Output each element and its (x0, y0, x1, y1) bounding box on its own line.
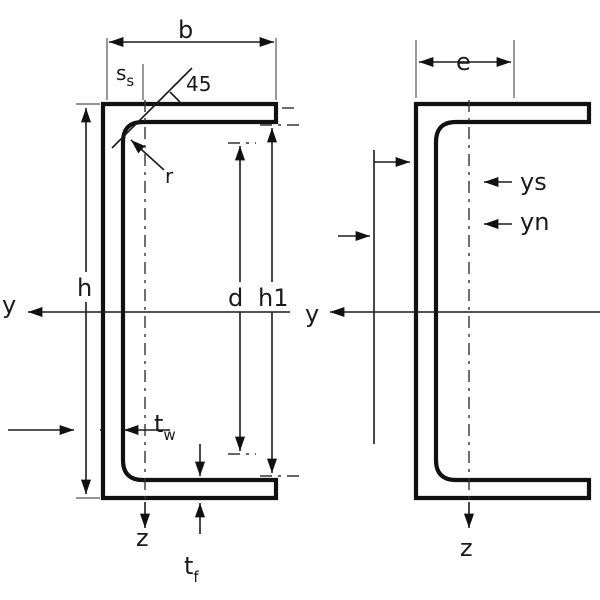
label-tw: tw (154, 410, 176, 444)
dimension-e: e (415, 40, 515, 98)
label-z-right: z (460, 534, 473, 562)
slope-annotation: ss 45 (111, 61, 211, 149)
label-d: d (228, 284, 243, 312)
label-ys: ys (520, 168, 547, 196)
thickness-tw: tw (8, 410, 176, 444)
thickness-tf: tf (184, 444, 206, 586)
dimension-h: h (74, 103, 100, 499)
left-channel-section (100, 101, 279, 501)
axis-y-left: y (2, 291, 290, 319)
label-ss: ss (116, 61, 134, 90)
label-e: e (456, 48, 471, 76)
right-channel-outline (413, 101, 592, 501)
right-channel-section (413, 101, 592, 501)
label-45: 45 (186, 72, 211, 96)
label-tf: tf (184, 552, 199, 586)
dimension-b: b (106, 16, 277, 100)
label-r: r (165, 164, 174, 188)
axis-z-right: z (460, 100, 475, 562)
label-b: b (178, 16, 193, 44)
label-h1: h1 (258, 284, 288, 312)
label-z-left: z (136, 524, 149, 552)
dimension-d: d (224, 142, 256, 455)
centroid-labels: ys yn (484, 168, 549, 236)
left-channel-outline (100, 101, 279, 501)
radius-annotation: r (130, 139, 174, 188)
label-y-left: y (2, 291, 16, 319)
reference-lines (338, 150, 410, 444)
axis-z-left: z (136, 100, 151, 552)
label-y-right: y (305, 300, 319, 328)
axis-y-right: y (305, 300, 600, 328)
label-h: h (77, 274, 92, 302)
dimension-h1: h1 (256, 107, 300, 477)
label-yn: yn (520, 208, 549, 236)
